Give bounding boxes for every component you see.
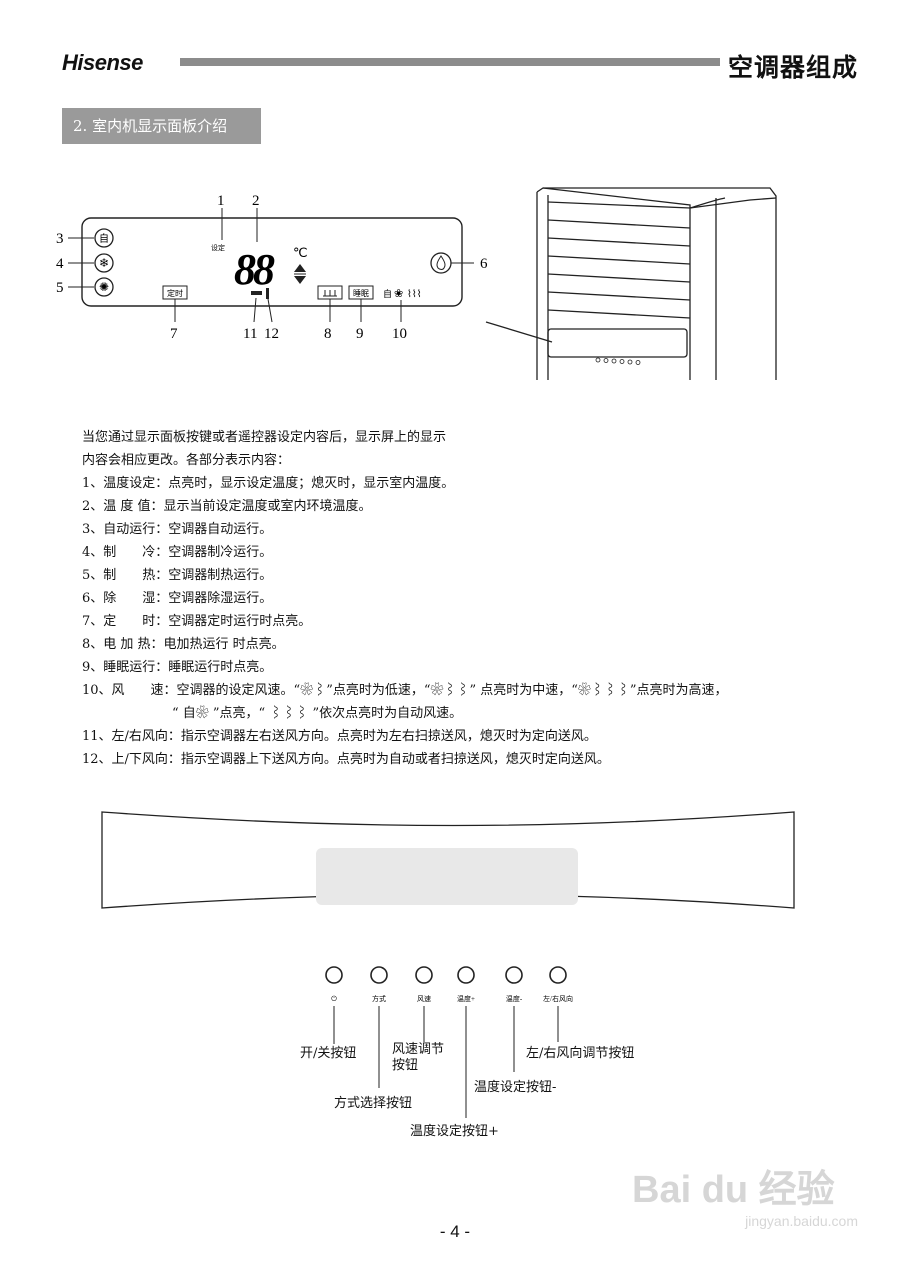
- svg-text:温度+: 温度+: [457, 994, 475, 1003]
- fan-speed-button: [415, 966, 433, 984]
- section-heading: 2. 室内机显示面板介绍: [62, 108, 261, 144]
- front-panel-outline: [101, 811, 795, 909]
- list-item: 4、制 冷：空调器制冷运行。: [82, 545, 273, 560]
- intro-line: 当您通过显示面板按键或者遥控器设定内容后，显示屏上的显示: [82, 430, 447, 445]
- brand-logo: Hisense: [62, 50, 143, 75]
- svg-text:风速: 风速: [417, 995, 431, 1003]
- page-number: - 4 -: [439, 1222, 471, 1241]
- ud-swing-indicator: [266, 288, 269, 299]
- list-item: 8、电 加 热：电加热运行 时点亮。: [82, 637, 285, 652]
- callout-1: 1: [217, 193, 225, 209]
- intro-line: 内容会相应更改。各部分表示内容：: [82, 453, 291, 468]
- temp-down-button: [505, 966, 523, 984]
- set-indicator: 设定: [211, 243, 225, 252]
- swing-button: [549, 966, 567, 984]
- description-block: 当您通过显示面板按键或者遥控器设定内容后，显示屏上的显示 内容会相应更改。各部分…: [82, 426, 446, 472]
- list-item: 11、左/右风向：指示空调器左右送风方向。点亮时为左右扫掠送风，熄灭时为定向送风…: [82, 729, 597, 744]
- list-item: 2、温 度 值：显示当前设定温度或室内环境温度。: [82, 499, 372, 514]
- list-item: 1、温度设定：点亮时，显示设定温度；熄灭时，显示室内温度。: [82, 476, 455, 491]
- power-button: [325, 966, 343, 984]
- callout-10: 10: [392, 326, 407, 342]
- svg-text:方式: 方式: [372, 994, 386, 1003]
- page-title: 空调器组成: [728, 53, 859, 82]
- callout-2: 2: [252, 193, 260, 209]
- svg-text:睡眠: 睡眠: [353, 289, 369, 298]
- list-item: 10、风 速：空调器的设定风速。“❀⌇”点亮时为低速，“❀⌇⌇” 点亮时为中速，…: [82, 683, 728, 698]
- display-window: [316, 848, 578, 905]
- auto-icon: [94, 228, 114, 248]
- power-button-label: 开/关按钮: [300, 1046, 357, 1061]
- fan-auto-indicator: 自: [383, 288, 392, 299]
- callout-11: 11: [243, 326, 257, 342]
- list-item: 5、制 热：空调器制热运行。: [82, 568, 273, 583]
- callout-9: 9: [356, 326, 364, 342]
- header-divider: [180, 58, 720, 66]
- swing-button-label: 左/右风向调节按钮: [526, 1046, 635, 1061]
- celsius-unit: ℃: [293, 245, 308, 260]
- svg-text:定时: 定时: [167, 288, 183, 298]
- callout-12: 12: [264, 326, 279, 342]
- svg-text:左/右风向: 左/右风向: [543, 994, 573, 1003]
- fan-speed-button-label: 风速调节 按钮: [392, 1042, 445, 1073]
- callout-6: 6: [480, 256, 488, 272]
- svg-text:✺: ✺: [99, 280, 109, 294]
- callout-4: 4: [56, 256, 64, 272]
- temp-up-button-label: 温度设定按钮+: [410, 1124, 499, 1139]
- list-item: “ 自❀ ”点亮，“ ⌇⌇⌇ ”依次点亮时为自动风速。: [172, 706, 463, 721]
- temp-down-button-label: 温度设定按钮-: [474, 1080, 557, 1095]
- lr-swing-indicator: [251, 291, 262, 295]
- temperature-digits: 88: [234, 245, 275, 294]
- panel-outline: [81, 217, 463, 307]
- list-item: 7、定 时：空调器定时运行时点亮。: [82, 614, 312, 629]
- control-panel-diagram: ⏻ 方式 风速 温度+ 温度- 左/右风向: [101, 811, 795, 1118]
- list-item: 3、自动运行：空调器自动运行。: [82, 522, 273, 537]
- callout-5: 5: [56, 280, 64, 296]
- list-item: 9、睡眠运行：睡眠运行时点亮。: [82, 660, 273, 675]
- watermark: Bai du 经验 jingyan.baidu.com: [632, 1169, 858, 1229]
- sun-icon: [94, 277, 114, 297]
- temp-up-button: [457, 966, 475, 984]
- mode-button-label: 方式选择按钮: [334, 1096, 413, 1111]
- mode-button: [370, 966, 388, 984]
- callout-7: 7: [170, 326, 178, 342]
- fan-speed-bars: ⌇⌇⌇: [407, 289, 422, 300]
- description-items: 1、温度设定：点亮时，显示设定温度；熄灭时，显示室内温度。 2、温 度 值：显示…: [82, 472, 728, 771]
- svg-text:❄: ❄: [99, 256, 109, 270]
- list-item: 12、上/下风向：指示空调器上下送风方向。点亮时为自动或者扫掠送风，熄灭时定向送…: [82, 752, 610, 767]
- snowflake-icon: [94, 253, 114, 273]
- fan-icon: ❀: [394, 288, 403, 300]
- callout-8: 8: [324, 326, 332, 342]
- callout-3: 3: [56, 231, 64, 247]
- list-item: 6、除 湿：空调器除湿运行。: [82, 591, 273, 606]
- svg-text:温度-: 温度-: [506, 994, 523, 1003]
- auto-icon-glyph: 自: [99, 232, 109, 245]
- svg-text:⏻: ⏻: [331, 995, 337, 1003]
- display-panel-diagram: 自 ❄ ✺ 3 4 5 设定 1 2 88 ℃ 定时 7 11 12 8 睡眠 …: [56, 187, 777, 380]
- indoor-unit-drawing: [485, 187, 777, 380]
